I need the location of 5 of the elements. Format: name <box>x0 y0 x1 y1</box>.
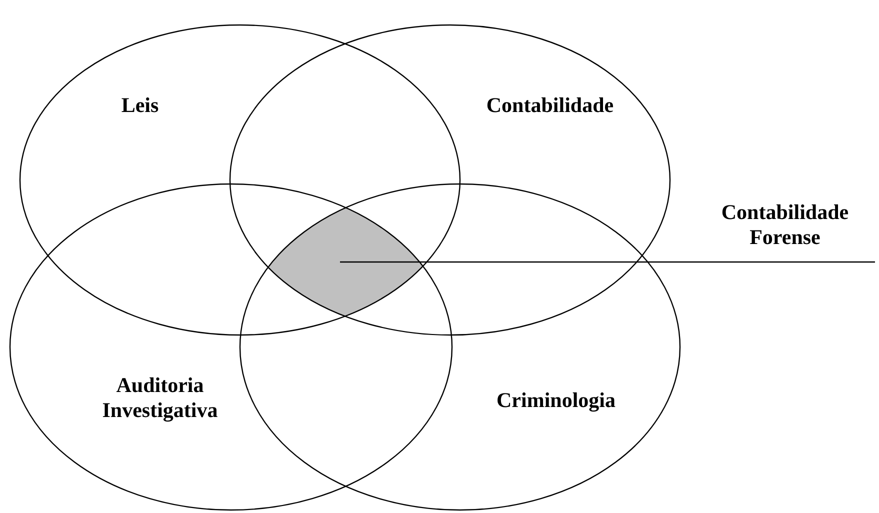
callout-text: Contabilidade Forense <box>720 200 850 250</box>
set-label: Criminologia <box>496 388 616 413</box>
set-label: Auditoria Investigativa <box>101 373 219 423</box>
set-label: Contabilidade <box>485 93 615 118</box>
set-label: Leis <box>120 93 160 118</box>
